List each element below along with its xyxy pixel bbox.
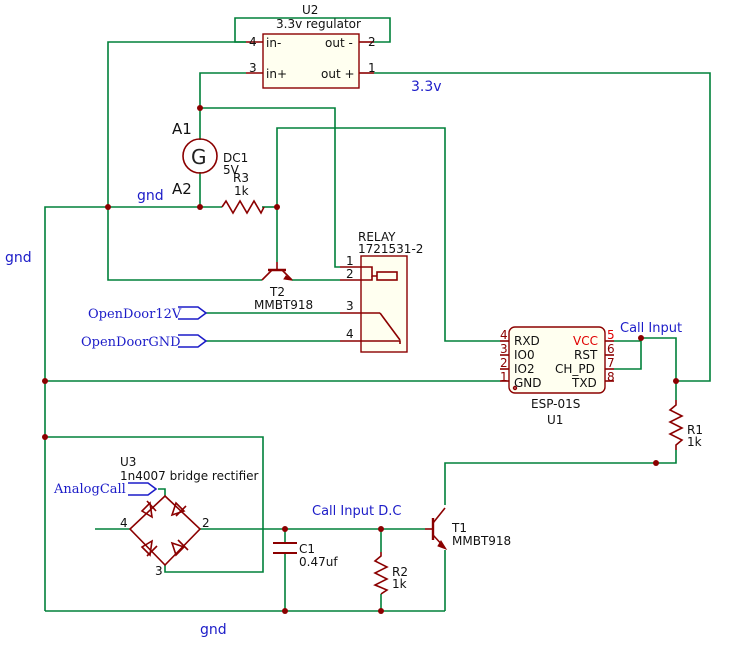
c1-ref: C1 — [299, 542, 315, 556]
svg-text:AnalogCall: AnalogCall — [53, 482, 126, 497]
u1-right-name-1: RST — [574, 348, 598, 362]
u3-ref: U3 — [120, 455, 136, 469]
svg-text:OpenDoorGND: OpenDoorGND — [81, 335, 181, 350]
net-label-gnd-bottom: gnd — [200, 622, 227, 638]
r1-value: 1k — [687, 435, 702, 449]
u1-ref: U1 — [547, 413, 563, 427]
dc1-a1: A1 — [172, 120, 192, 138]
flag-opendoorgnd: OpenDoorGND — [81, 334, 208, 350]
u3-value: 1n4007 bridge rectifier — [120, 469, 259, 483]
u1-right-num-1: 6 — [607, 342, 615, 356]
c1-value: 0.47uf — [299, 555, 338, 569]
u1-left-name-3: GND — [514, 376, 542, 390]
u1-esp01s: 4 3 2 1 RXD IO0 IO2 GND 5 6 7 8 VCC RST … — [500, 326, 615, 427]
u2-pin-num-4: 4 — [249, 35, 257, 49]
flag-opendoor12v: OpenDoor12V — [88, 306, 208, 322]
r2-resistor: R2 1k — [373, 552, 408, 595]
u2-pin-num-2: 2 — [368, 35, 376, 49]
t1-value: MMBT918 — [452, 534, 511, 548]
u2-pin-num-3: 3 — [249, 61, 257, 75]
r3-ref: R3 — [233, 171, 249, 185]
c1-capacitor: C1 0.47uf — [273, 542, 338, 569]
t1-ref: T1 — [451, 521, 467, 535]
u1-right-num-2: 7 — [607, 356, 615, 370]
dc1-symbol: G — [191, 145, 207, 169]
r1-resistor: R1 1k — [668, 400, 703, 450]
u1-left-num-1: 3 — [500, 342, 508, 356]
dc1-ref: DC1 — [223, 151, 248, 165]
u3-pin-2: 2 — [202, 516, 210, 530]
u1-left-name-0: RXD — [514, 334, 540, 348]
relay-value: 1721531-2 — [358, 242, 423, 256]
t2-ref: T2 — [269, 285, 285, 299]
relay-ref: RELAY — [358, 230, 396, 244]
u2-pin-in-minus: in- — [266, 36, 281, 50]
flag-analogcall: AnalogCall — [53, 482, 158, 497]
net-label-3v3: 3.3v — [411, 79, 442, 95]
u1-right-num-3: 8 — [607, 370, 615, 384]
r2-value: 1k — [392, 577, 407, 591]
wires — [44, 17, 711, 612]
u3-pin-4: 4 — [120, 516, 128, 530]
u2-regulator: U2 3.3v regulator in- out - in+ out + 4 … — [246, 3, 376, 89]
u1-value: ESP-01S — [531, 397, 580, 411]
relay-pin-2: 2 — [346, 267, 354, 281]
net-label-gnd-top: gnd — [137, 188, 164, 204]
t2-transistor: T2 MMBT918 — [254, 262, 313, 312]
u1-right-num-0: 5 — [607, 328, 615, 342]
t1-transistor: T1 MMBT918 — [425, 507, 511, 550]
u1-right-name-2: CH_PD — [555, 362, 595, 376]
u2-pin-out-minus: out - — [325, 36, 353, 50]
relay-pin-1: 1 — [346, 254, 354, 268]
u1-left-num-0: 4 — [500, 328, 508, 342]
r3-resistor: R3 1k — [221, 171, 265, 215]
dc1-a2: A2 — [172, 180, 192, 198]
t2-value: MMBT918 — [254, 298, 313, 312]
dc1-generator: G A1 A2 DC1 5V — [172, 120, 248, 198]
relay-pin-4: 4 — [346, 327, 354, 341]
junctions — [42, 105, 679, 614]
u2-pin-in-plus: in+ — [266, 67, 287, 81]
net-label-call-input-dc: Call Input D.C — [312, 504, 401, 519]
r2-ref: R2 — [392, 565, 408, 579]
u1-left-num-3: 1 — [500, 370, 508, 384]
u1-right-name-3: TXD — [571, 376, 597, 390]
u1-left-name-1: IO0 — [514, 348, 535, 362]
net-label-call-input: Call Input — [620, 321, 682, 336]
net-label-gnd-left: gnd — [5, 250, 32, 266]
u1-left-name-2: IO2 — [514, 362, 535, 376]
u2-ref: U2 — [302, 3, 318, 17]
r3-value: 1k — [234, 184, 249, 198]
u1-right-name-0: VCC — [573, 334, 598, 348]
dc1-value: 5V — [223, 163, 240, 177]
u3-pin-3: 3 — [155, 564, 163, 578]
r1-ref: R1 — [687, 423, 703, 437]
u1-left-num-2: 2 — [500, 356, 508, 370]
u2-pin-num-1: 1 — [368, 61, 376, 75]
relay-pin-3: 3 — [346, 299, 354, 313]
u3-bridge-rectifier: U3 1n4007 bridge rectifier 4 2 3 — [120, 455, 259, 578]
svg-text:OpenDoor12V: OpenDoor12V — [88, 307, 182, 322]
relay: RELAY 1721531-2 1 2 3 4 — [340, 230, 423, 353]
u2-value: 3.3v regulator — [276, 17, 361, 31]
u2-pin-out-plus: out + — [321, 67, 355, 81]
